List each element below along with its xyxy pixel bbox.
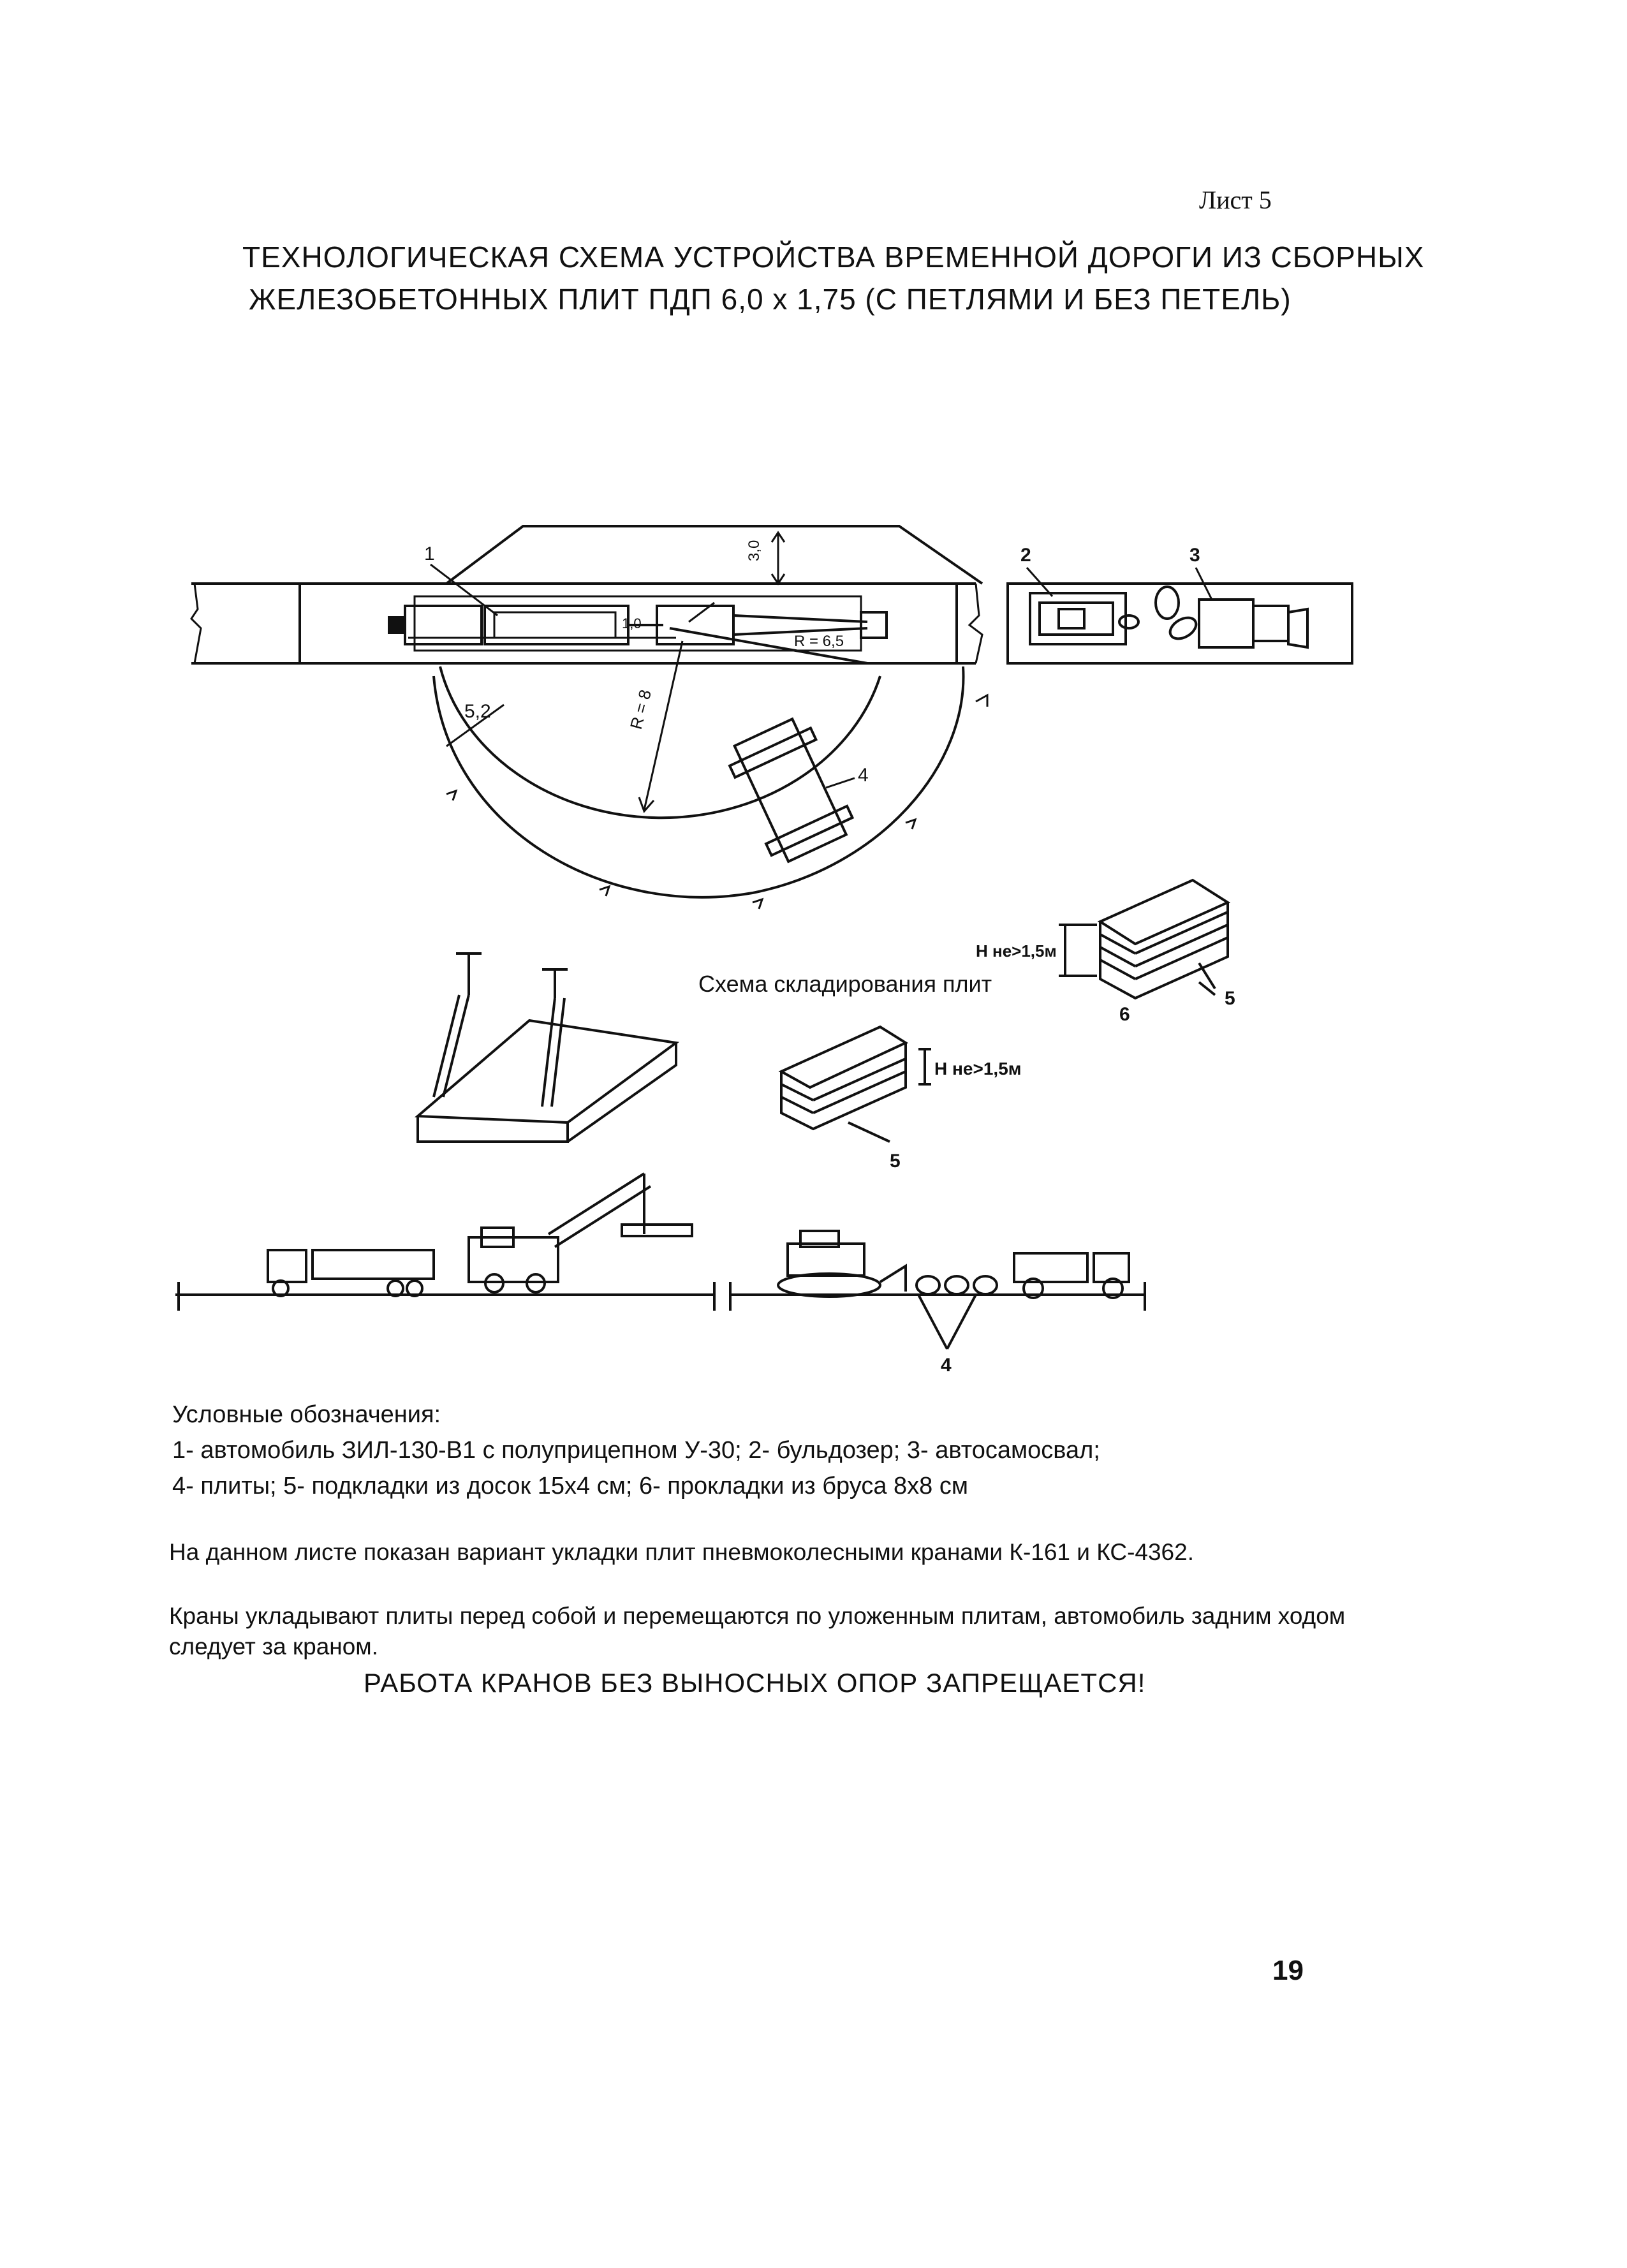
storage-stack-lower bbox=[778, 1025, 931, 1143]
label-dimension-3-0: 3,0 bbox=[746, 540, 763, 561]
label-dimension-1-0: 1,0 bbox=[622, 615, 642, 631]
road-plan-left bbox=[190, 582, 983, 665]
label-num-4: 4 bbox=[858, 765, 869, 786]
label-radius-6-5: R = 6,5 bbox=[794, 633, 844, 650]
page-title: ТЕХНОЛОГИЧЕСКАЯ СХЕМА УСТРОЙСТВА ВРЕМЕНН… bbox=[242, 236, 1425, 320]
legend: Условные обозначения: 1- автомобиль ЗИЛ-… bbox=[172, 1397, 1384, 1504]
legend-line-1: 1- автомобиль ЗИЛ-130-В1 с полуприцепном… bbox=[172, 1437, 1100, 1464]
label-dimension-5-2: 5,2 bbox=[464, 701, 491, 722]
warning-text: РАБОТА КРАНОВ БЕЗ ВЫНОСНЫХ ОПОР ЗАПРЕЩАЕ… bbox=[364, 1668, 1146, 1698]
note-paragraph-2: Краны укладывают плиты перед собой и пер… bbox=[169, 1603, 1346, 1660]
label-height-lower: Н не>1,5м bbox=[934, 1059, 1021, 1079]
note-paragraph-1: На данном листе показан вариант укладки … bbox=[169, 1539, 1194, 1565]
storage-scheme-title: Схема складирования плит bbox=[698, 971, 992, 997]
label-num-3: 3 bbox=[1189, 545, 1200, 566]
truck-zil-130-plan bbox=[388, 605, 663, 645]
road-plan-right bbox=[1006, 567, 1353, 665]
crane-plan bbox=[656, 605, 888, 665]
label-num-4-section: 4 bbox=[941, 1355, 952, 1376]
label-num-6: 6 bbox=[1119, 1004, 1130, 1025]
title-line-2: ЖЕЛЕЗОБЕТОННЫХ ПЛИТ ПДП 6,0 х 1,75 (С ПЕ… bbox=[249, 283, 1292, 316]
legend-title: Условные обозначения: bbox=[172, 1401, 441, 1428]
label-height-upper: Н не>1,5м bbox=[976, 941, 1057, 961]
label-num-2: 2 bbox=[1020, 545, 1031, 566]
label-num-1: 1 bbox=[424, 543, 435, 564]
sheet-number: Лист 5 bbox=[1199, 186, 1272, 214]
page-number: 19 bbox=[1272, 1955, 1304, 1986]
plate-stack-plan bbox=[728, 717, 855, 864]
plate-rigging-sketch bbox=[414, 952, 680, 1143]
section-elevation bbox=[175, 1172, 1146, 1350]
title-line-1: ТЕХНОЛОГИЧЕСКАЯ СХЕМА УСТРОЙСТВА ВРЕМЕНН… bbox=[242, 240, 1425, 274]
storage-stack-upper bbox=[1059, 878, 1231, 1000]
storage-scheme-title-text: Схема складирования плит bbox=[698, 971, 992, 997]
label-radius-8: R = 8 bbox=[626, 688, 655, 731]
label-num-5-upper: 5 bbox=[1225, 988, 1235, 1009]
legend-line-2: 4- плиты; 5- подкладки из досок 15х4 см;… bbox=[172, 1473, 968, 1499]
label-num-5-lower: 5 bbox=[890, 1151, 901, 1172]
